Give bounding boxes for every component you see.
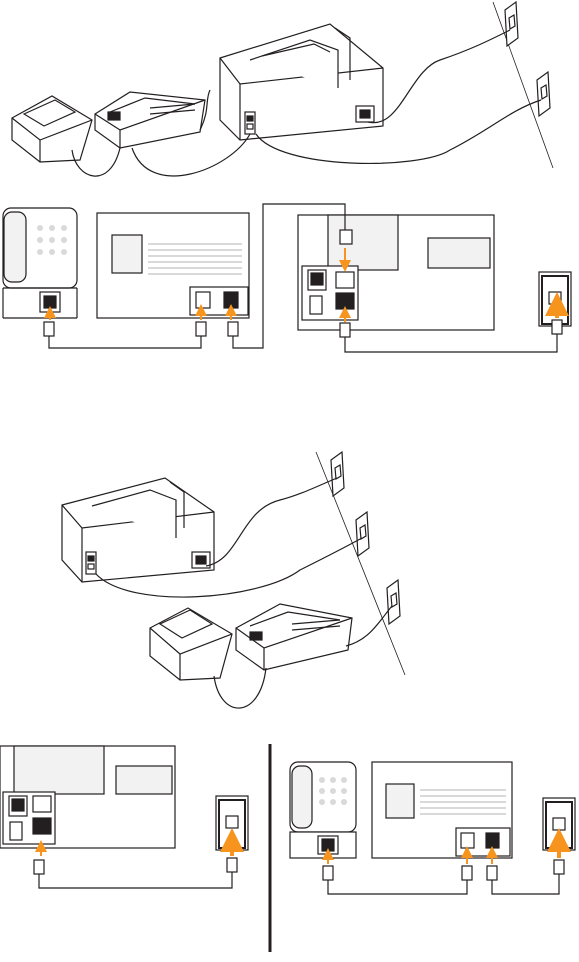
cable-printer-to-wall-top [368,30,510,123]
answering-machine-icon [372,762,512,858]
printer-back-icon [0,746,175,848]
wall-jack-icon [356,512,369,556]
step-2b-phone-and-answering-machine [290,762,575,894]
printer-back-icon [298,215,494,330]
cable-answering-machine-to-wall [492,874,559,894]
answering-machine-icon [95,92,205,148]
scene-2-isometric [62,452,405,708]
cable-phone-to-answering-machine [49,336,201,348]
wall-jack-icon [387,580,400,624]
phone-icon [3,208,77,318]
phone-icon [12,96,92,162]
plug-icon [487,866,497,880]
phone-icon [150,608,232,680]
plug-icon [554,860,564,874]
cable-printer-to-wall-top [206,478,337,566]
cable-phone-to-answering-machine [214,668,266,708]
wall-jack-icon [505,2,518,46]
cable-printer-to-wall [345,334,557,352]
wall-jack-icon [331,452,344,496]
plug-icon [462,866,472,880]
cable-phone-to-answering-machine [328,880,467,894]
wall-jack-icon [537,72,550,116]
printer-icon [62,478,214,582]
answering-machine-icon [97,213,249,318]
phone-icon [290,762,356,858]
cable-printer-to-wall [39,872,232,888]
step-1-chain-connection [3,204,571,352]
answering-machine-icon [236,604,352,670]
plug-icon [227,858,237,872]
plug-icon [323,866,333,880]
step-2a-printer-to-wall [0,746,248,888]
plug-icon [34,860,44,874]
printer-icon [220,24,383,140]
scene-1-isometric [12,2,553,176]
